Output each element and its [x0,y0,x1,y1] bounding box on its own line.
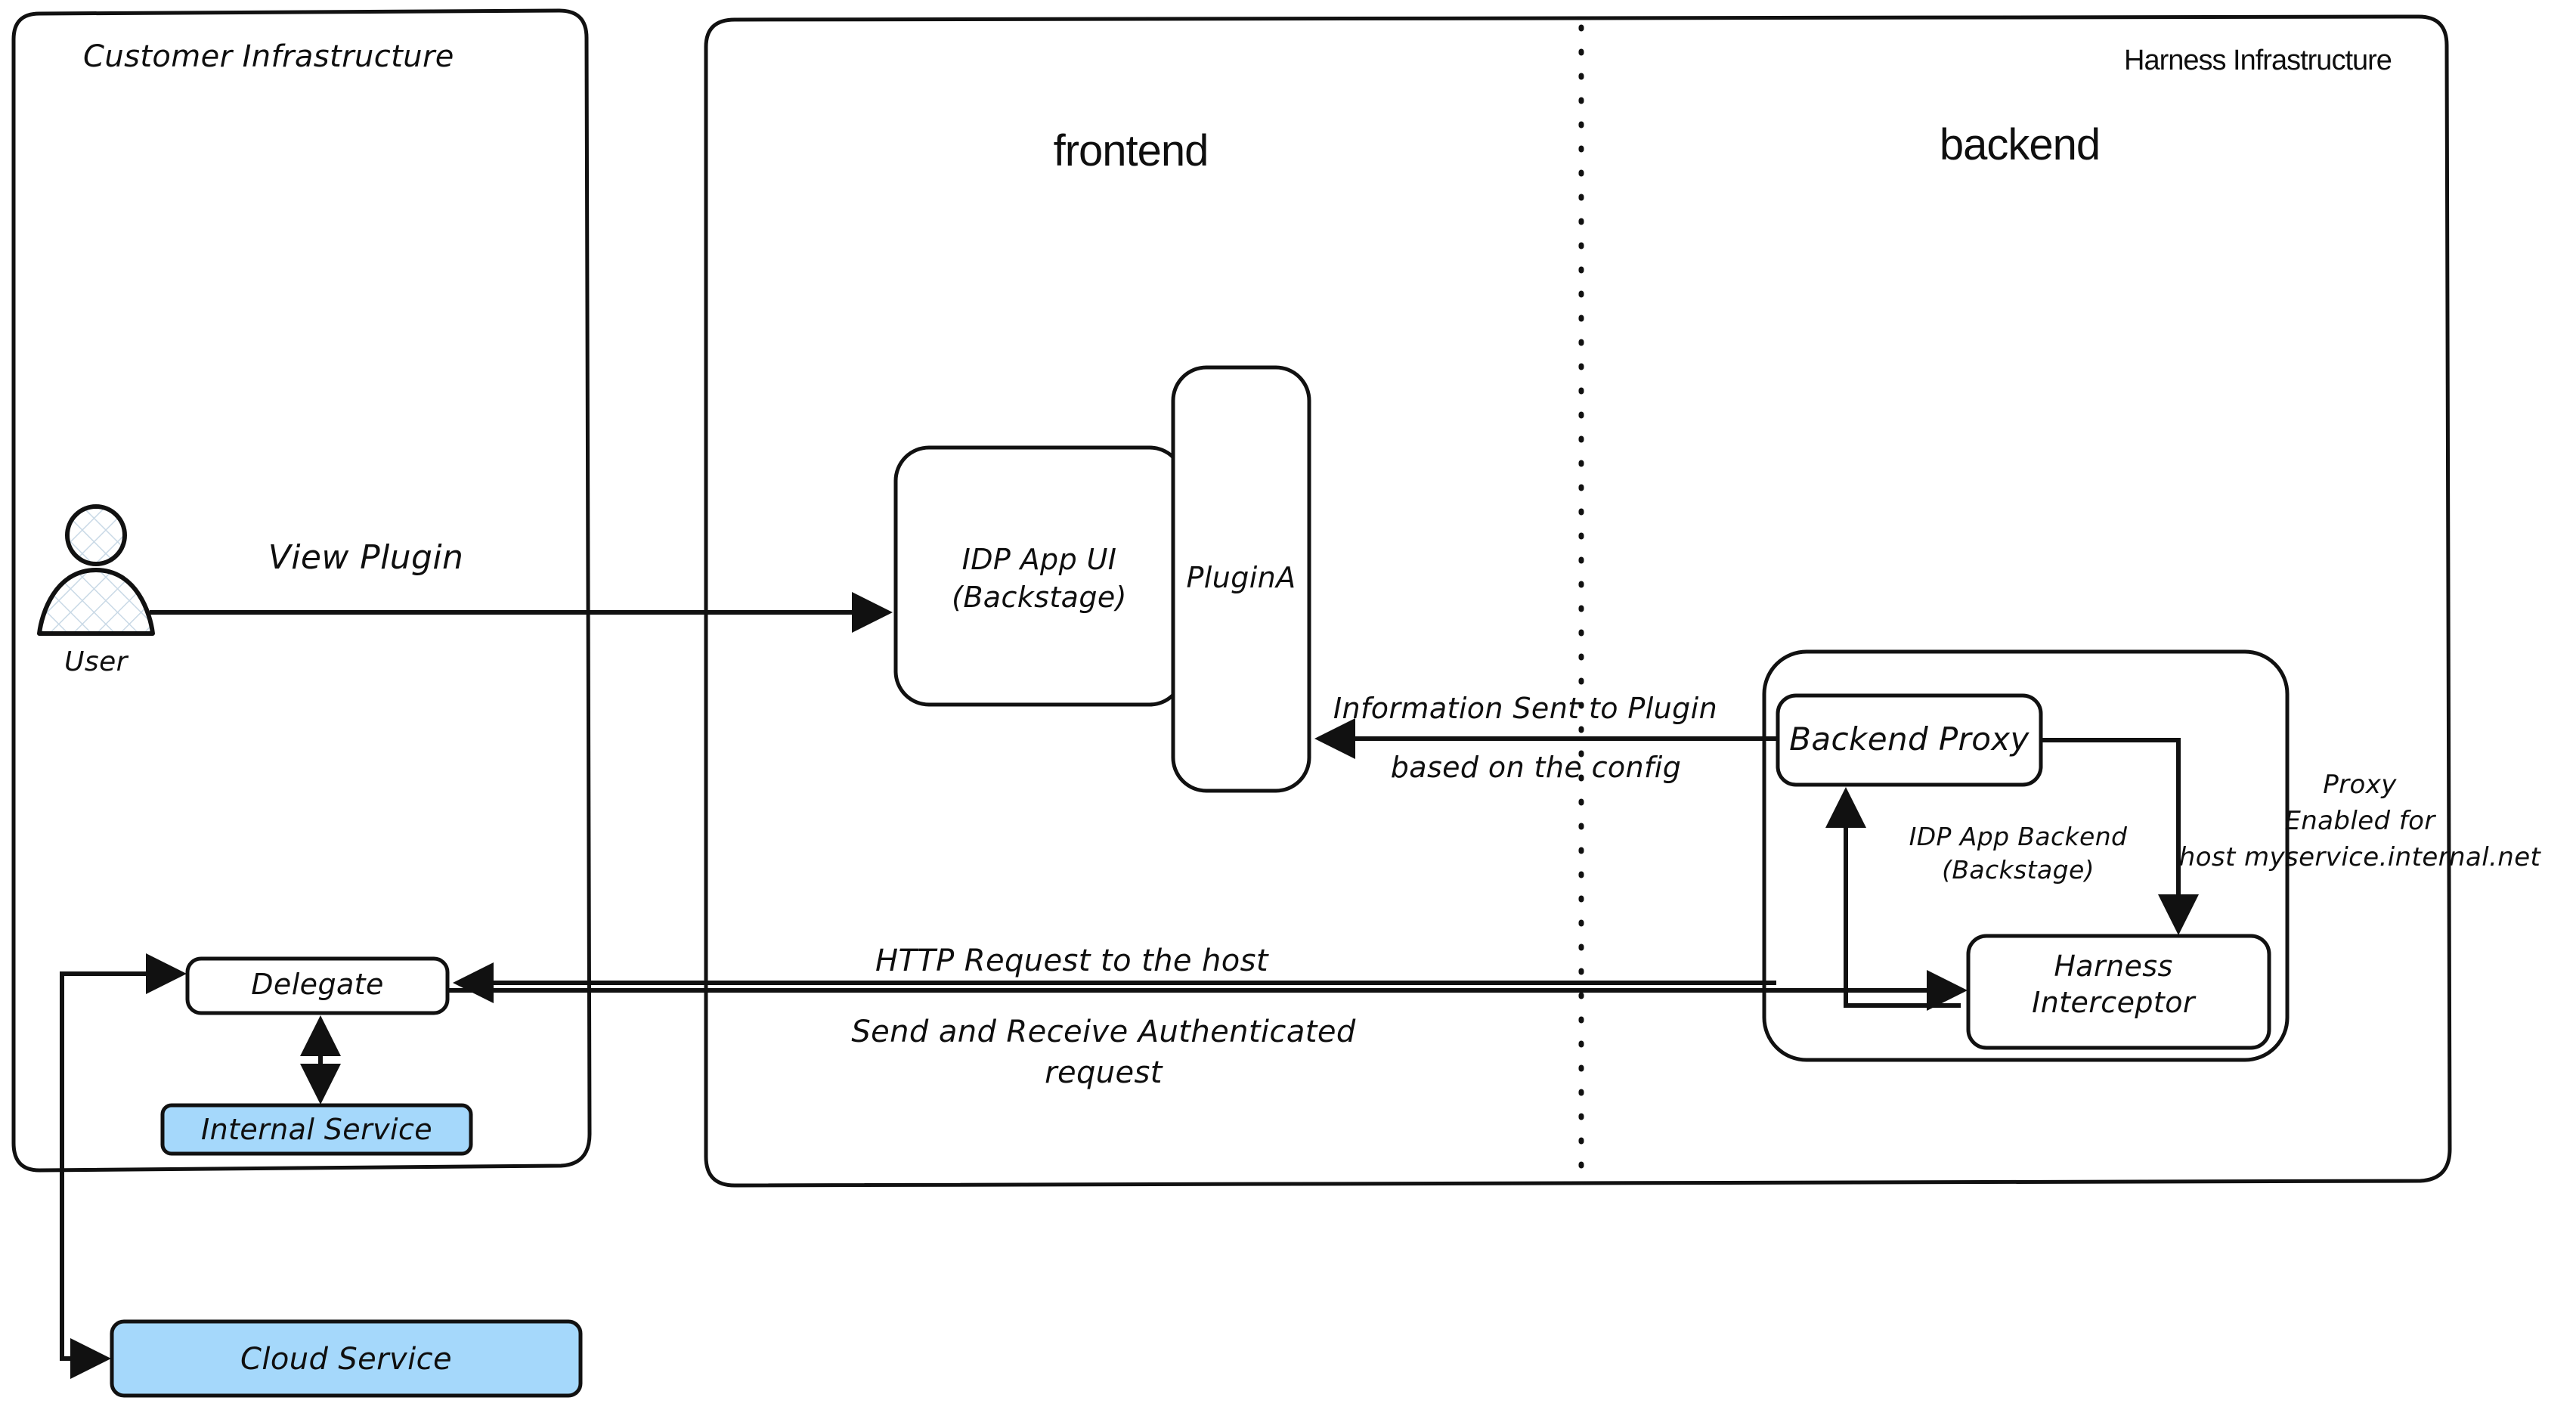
harness-interceptor-label-line2: Interceptor [2032,986,2195,1019]
backend-title: backend [1939,120,2101,169]
user-actor-icon [37,504,155,636]
user-label: User [64,646,128,677]
edge-label-send-receive-line1: Send and Receive Authenticated [851,1015,1356,1049]
harness-interceptor-box [1966,934,2271,1050]
delegate-box [185,956,450,1015]
harness-infrastructure-title: Harness Infrastructure [2124,45,2392,76]
cloud-service-label: Cloud Service [240,1342,453,1377]
idp-app-ui-label-line2: (Backstage) [952,581,1127,614]
edge-label-view-plugin: View Plugin [268,538,464,577]
plugin-a-box [1171,365,1311,793]
customer-infrastructure-title: Customer Infrastructure [83,39,454,74]
edge-label-proxy-enabled-line3: host myservice.internal.net [2178,842,2541,872]
customer-infrastructure-container [11,8,592,1173]
edge-label-information-sent-line2: based on the config [1390,751,1682,784]
edge-label-information-sent-line1: Information Sent to Plugin [1333,692,1718,725]
edge-label-proxy-enabled-line2: Enabled for [2284,806,2435,836]
edge-interceptor-to-backend-proxy [1825,787,1961,1008]
harness-infrastructure-container [704,14,2452,1188]
plugin-a-label: PluginA [1186,561,1296,594]
edge-label-send-receive-line2: request [1045,1055,1163,1090]
edge-label-proxy-enabled-line1: Proxy [2323,770,2397,800]
harness-interceptor-label-line1: Harness [2054,950,2173,983]
idp-app-ui-label-line1: IDP App UI [961,543,1117,576]
internal-service-label: Internal Service [200,1113,433,1146]
edge-backend-proxy-to-interceptor [2041,738,2199,935]
idp-app-backend-label-line1: IDP App Backend [1909,822,2128,851]
edge-delegate-to-cloud-service [60,953,187,1379]
frontend-title: frontend [1053,126,1209,175]
idp-app-backend-label-line2: (Backstage) [1942,855,2095,885]
delegate-label: Delegate [251,968,384,1001]
edge-label-http-request: HTTP Request to the host [875,943,1268,978]
backend-proxy-label: Backend Proxy [1789,720,2030,758]
